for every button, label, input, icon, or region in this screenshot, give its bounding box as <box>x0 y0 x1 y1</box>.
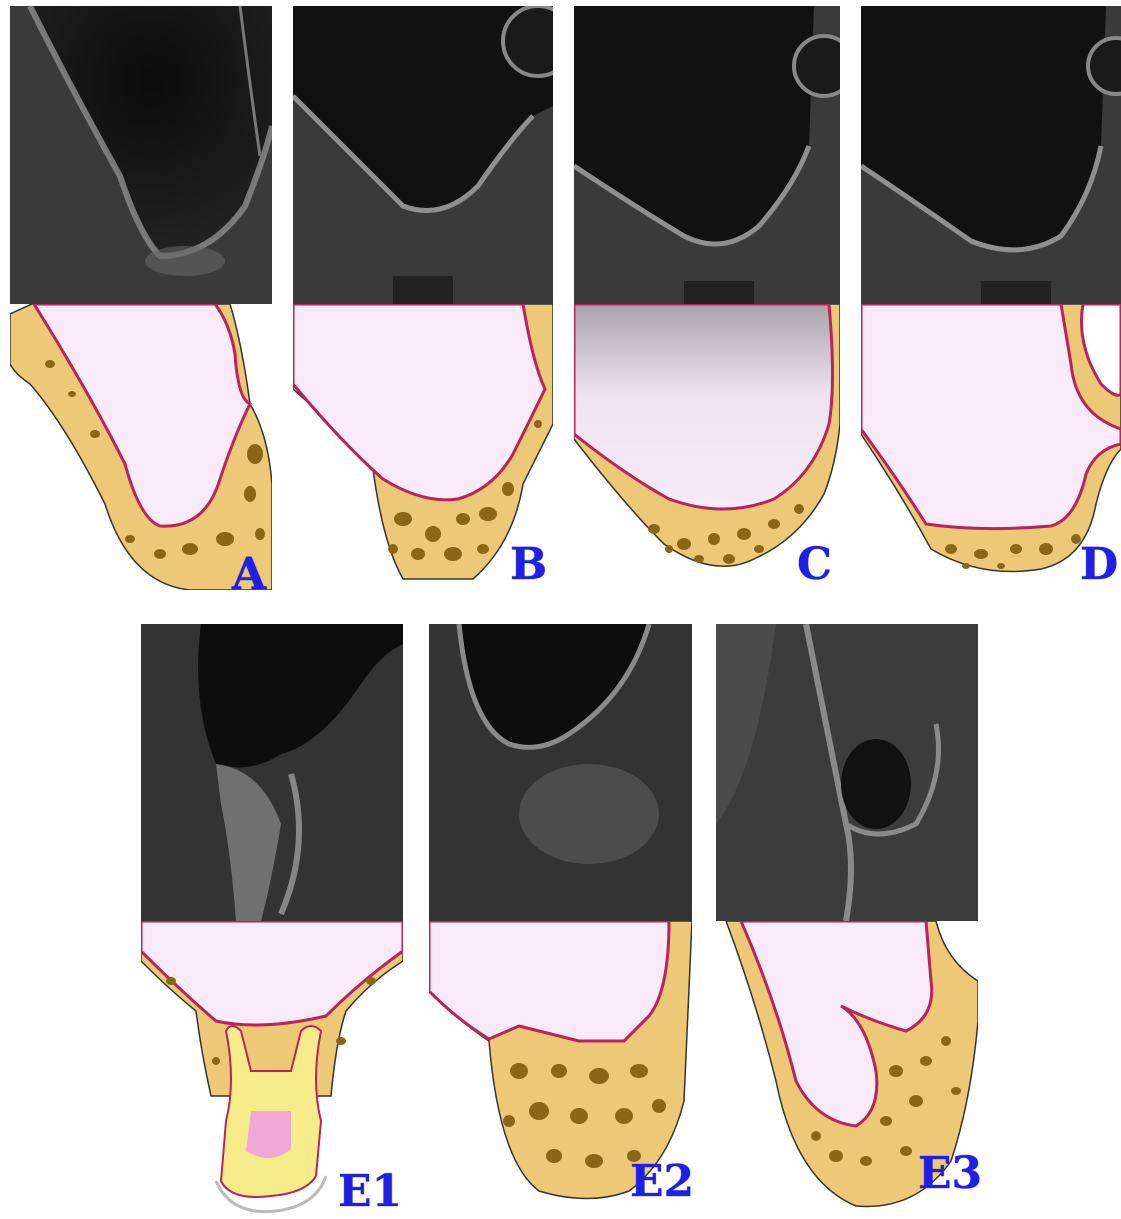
label-e3: E3 <box>918 1152 982 1196</box>
ct-image-a <box>10 6 272 304</box>
label-c: C <box>797 543 832 587</box>
ct-image-e1 <box>141 624 403 921</box>
label-b: B <box>510 543 547 587</box>
ct-image-b <box>293 6 553 304</box>
ct-image-c <box>574 6 840 304</box>
ct-image-d <box>861 6 1121 304</box>
label-d: D <box>1080 543 1118 587</box>
diagram-a <box>10 304 272 590</box>
label-e1: E1 <box>338 1170 402 1214</box>
label-e2: E2 <box>630 1160 694 1204</box>
ct-image-e3 <box>716 624 978 921</box>
label-a: A <box>232 553 266 597</box>
ct-image-e2 <box>429 624 692 921</box>
